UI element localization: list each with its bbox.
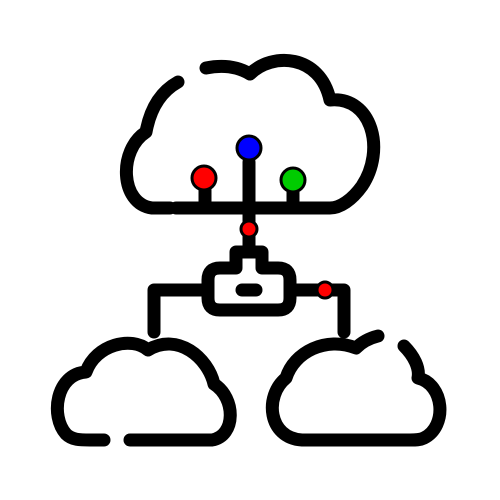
right-node bbox=[279, 166, 307, 194]
left-node-group bbox=[190, 164, 218, 215]
top-cloud-outline bbox=[119, 53, 381, 215]
bottom-left-cloud bbox=[50, 336, 237, 447]
left-branch-line bbox=[147, 283, 215, 339]
bottom-left-cloud-outline bbox=[50, 336, 237, 447]
right-node-group bbox=[279, 166, 307, 215]
hub-outline bbox=[201, 245, 297, 317]
center-node-group bbox=[235, 134, 263, 215]
bottom-right-cloud bbox=[265, 329, 447, 447]
center-node bbox=[235, 134, 263, 162]
left-node bbox=[190, 164, 218, 192]
right-branch-connector-node bbox=[315, 280, 335, 300]
trunk-connector-node bbox=[239, 219, 259, 239]
bottom-right-cloud-outline bbox=[265, 329, 447, 447]
top-cloud bbox=[119, 53, 381, 215]
right-branch-line bbox=[283, 283, 351, 339]
hub bbox=[201, 245, 297, 317]
